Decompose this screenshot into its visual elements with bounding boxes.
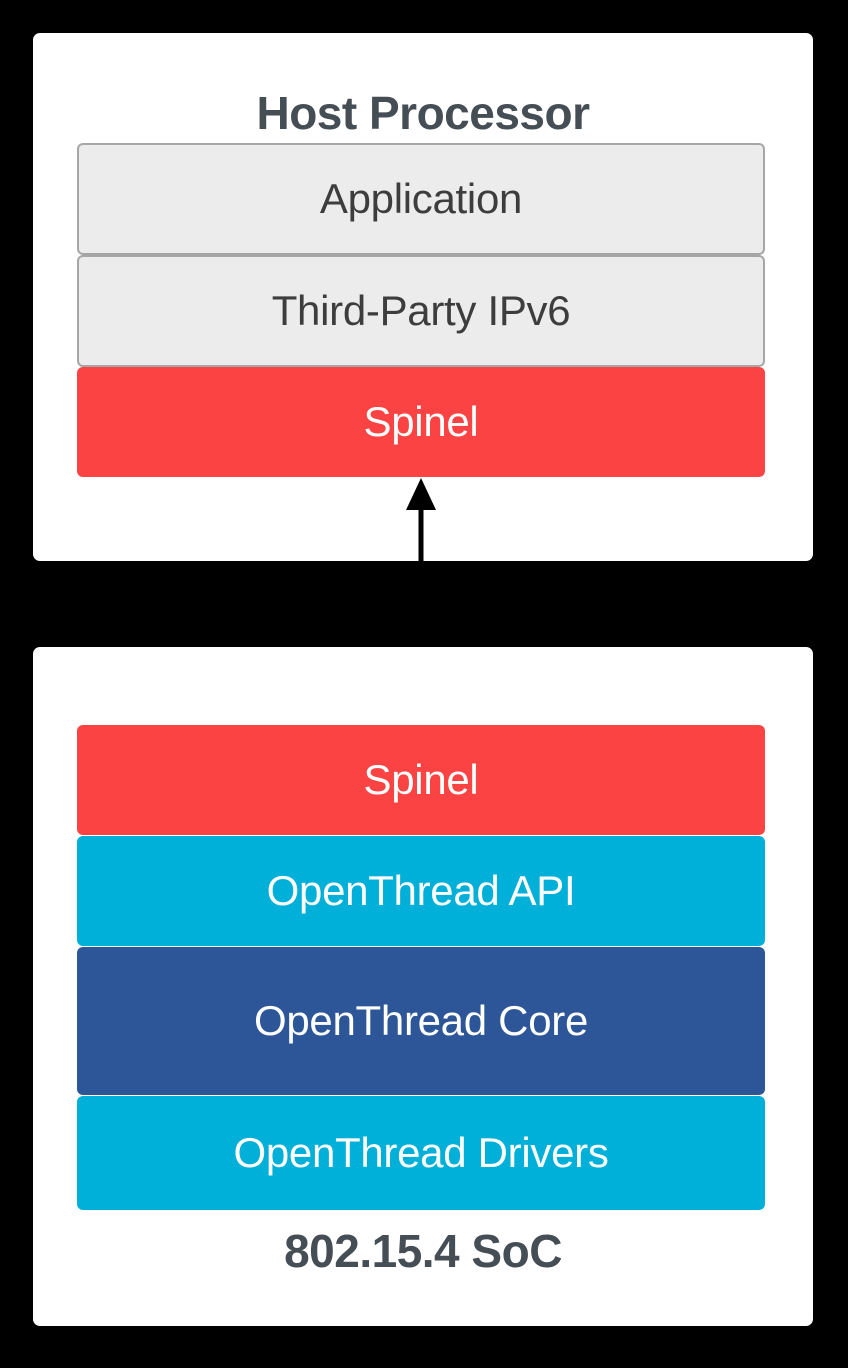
block-openthread-drivers: OpenThread Drivers xyxy=(77,1096,765,1210)
block-application: Application xyxy=(77,143,765,255)
block-third-party-ipv6-label: Third-Party IPv6 xyxy=(271,287,571,334)
block-application-label: Application xyxy=(319,175,523,222)
panel-host-processor-title: Host Processor xyxy=(256,87,590,139)
block-spinel-soc: Spinel xyxy=(77,725,765,835)
block-third-party-ipv6: Third-Party IPv6 xyxy=(77,255,765,367)
block-openthread-core-label: OpenThread Core xyxy=(253,997,589,1044)
block-openthread-api: OpenThread API xyxy=(77,836,765,946)
block-spinel-host-label: Spinel xyxy=(363,398,479,445)
block-openthread-api-label: OpenThread API xyxy=(266,867,576,914)
block-spinel-soc-label: Spinel xyxy=(363,756,479,803)
block-openthread-core: OpenThread Core xyxy=(77,947,765,1095)
block-openthread-drivers-label: OpenThread Drivers xyxy=(233,1129,609,1176)
panel-802-15-4-soc-title: 802.15.4 SoC xyxy=(284,1225,562,1277)
block-spinel-host: Spinel xyxy=(77,367,765,477)
